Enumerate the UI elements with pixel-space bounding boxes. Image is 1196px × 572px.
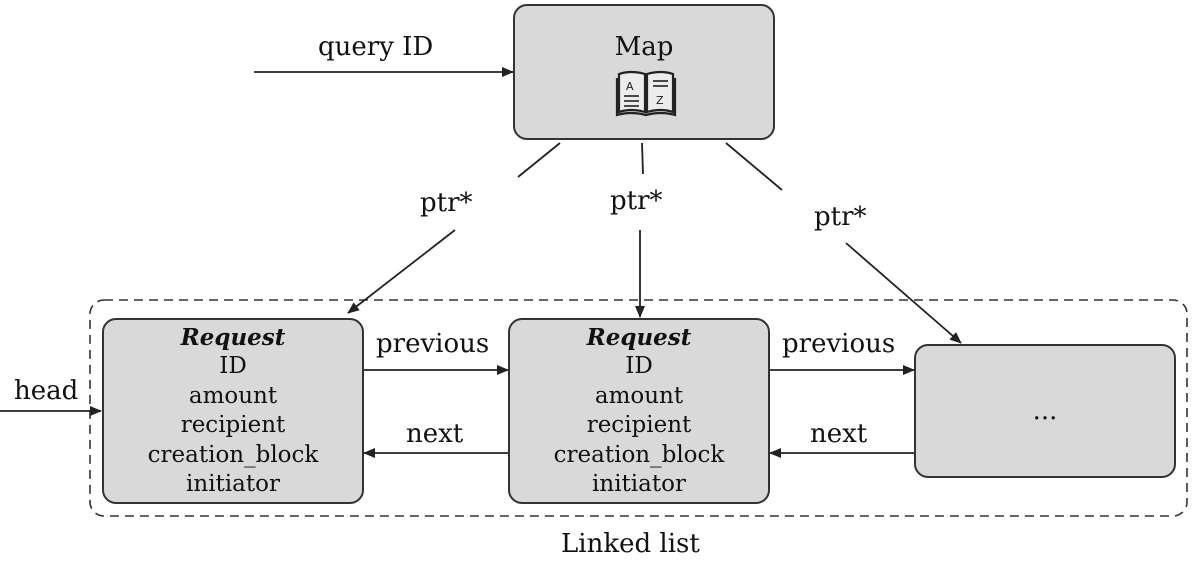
field-amount: amount	[594, 382, 684, 409]
ptr-left-line-upper	[517, 142, 561, 178]
field-initiator: initiator	[592, 471, 686, 497]
ptr-left-label: ptr*	[420, 188, 473, 218]
previous-label-1: previous	[376, 329, 490, 359]
head-label: head	[14, 376, 79, 406]
field-creation-block: creation_block	[147, 441, 319, 468]
field-id: ID	[219, 353, 247, 379]
request-title: Request	[180, 323, 286, 351]
dictionary-book-icon: A Z	[615, 70, 677, 117]
ptr-mid-label: ptr*	[610, 186, 663, 216]
field-creation-block: creation_block	[553, 441, 725, 468]
next-label-1: next	[406, 419, 464, 449]
ellipsis-text: ...	[1032, 396, 1058, 426]
ptr-mid-line-upper	[641, 142, 644, 175]
field-id: ID	[625, 353, 653, 379]
query-id-label: query ID	[318, 32, 434, 62]
request-node-1: Request ID amount recipient creation_blo…	[102, 318, 364, 504]
svg-text:Z: Z	[656, 94, 664, 107]
request-title: Request	[586, 323, 692, 351]
linked-list-label: Linked list	[561, 529, 700, 559]
ellipsis-node: ...	[914, 344, 1176, 478]
svg-text:A: A	[626, 80, 634, 93]
previous-label-2: previous	[782, 329, 896, 359]
field-amount: amount	[188, 382, 278, 409]
request-node-2: Request ID amount recipient creation_blo…	[508, 318, 770, 504]
ptr-left-arrow	[347, 229, 456, 314]
ptr-right-label: ptr*	[814, 202, 867, 232]
next-label-2: next	[810, 419, 868, 449]
field-recipient: recipient	[586, 412, 692, 438]
ptr-right-line-upper	[725, 142, 783, 191]
ptr-right-arrow	[845, 242, 962, 344]
map-title: Map	[614, 32, 674, 62]
field-initiator: initiator	[186, 471, 280, 497]
field-recipient: recipient	[180, 412, 286, 438]
map-box: Map A Z	[513, 4, 775, 140]
linked-list-container	[89, 299, 1188, 517]
